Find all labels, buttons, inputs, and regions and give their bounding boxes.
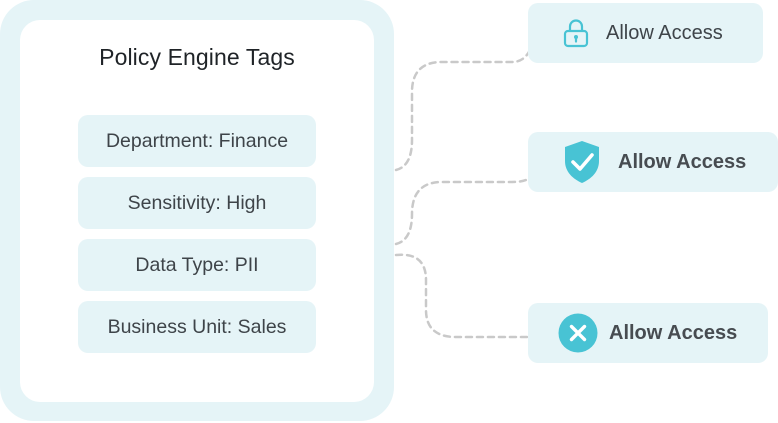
connector-line-1 [394, 48, 532, 172]
tag-sensitivity: Sensitivity: High [78, 177, 316, 229]
tag-data-type: Data Type: PII [78, 239, 316, 291]
outcome-label-3: Allow Access [609, 321, 738, 344]
connector-line-3 [394, 253, 530, 339]
tag-business-unit: Business Unit: Sales [78, 301, 316, 353]
connector-line-2 [394, 176, 532, 246]
outcome-label-1: Allow Access [606, 21, 723, 44]
lock-icon [562, 17, 590, 49]
outcome-label-2: Allow Access [618, 150, 747, 173]
panel-title: Policy Engine Tags [99, 44, 295, 70]
shield-check-icon [562, 139, 602, 185]
tag-department: Department: Finance [78, 115, 316, 167]
x-circle-icon [558, 313, 598, 353]
outcome-card-3: Allow Access [528, 303, 768, 363]
outcome-card-2: Allow Access [528, 132, 778, 192]
outcome-card-1: Allow Access [528, 3, 763, 63]
